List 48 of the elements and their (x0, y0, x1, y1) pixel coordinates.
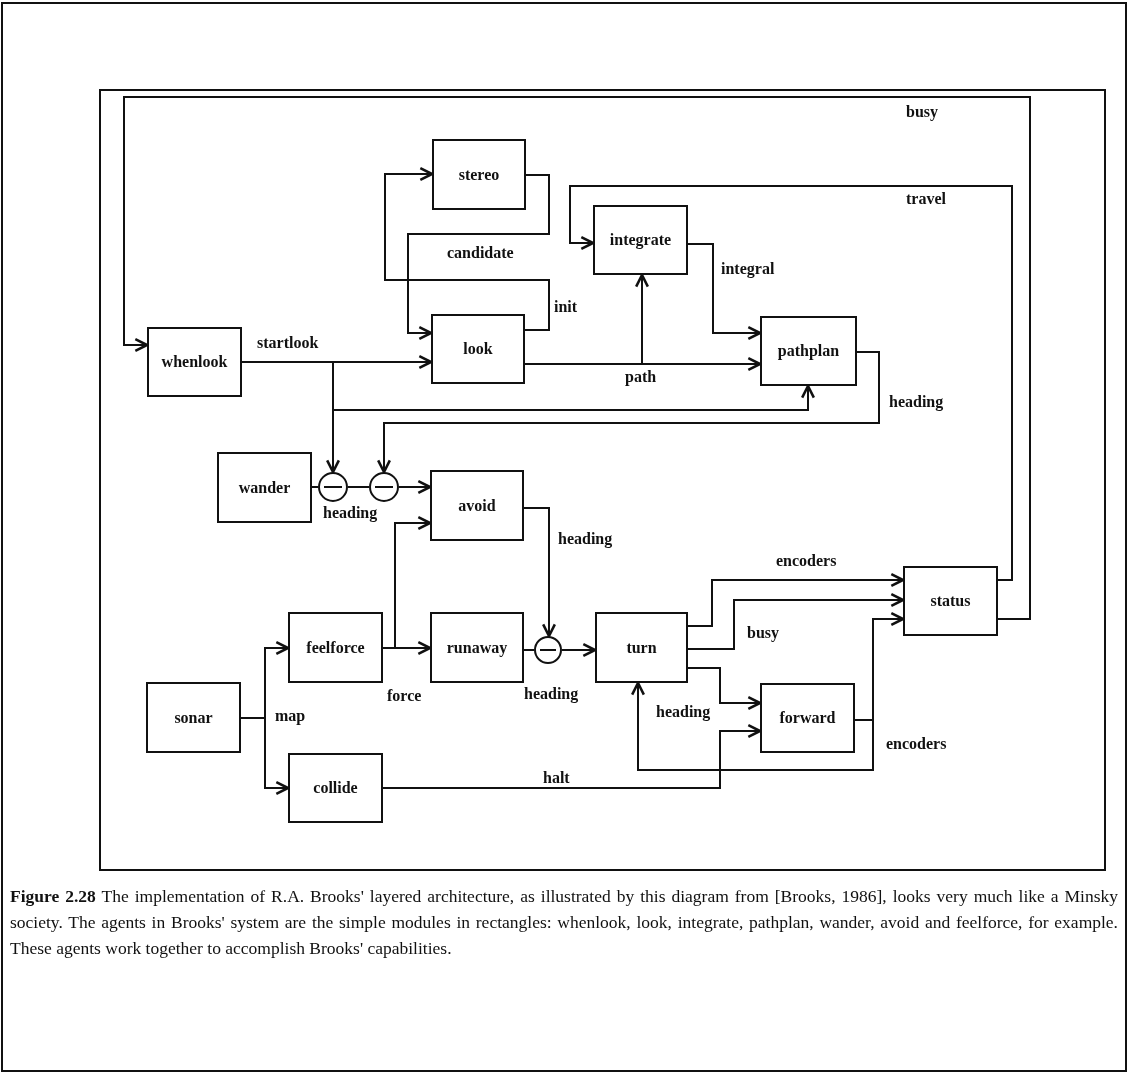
module-box: runaway (430, 612, 524, 683)
edge-label: busy (746, 624, 781, 642)
arrow (123, 96, 1031, 620)
arrow (561, 642, 597, 658)
module-box: status (903, 566, 998, 636)
arrow (240, 717, 290, 796)
arrow (687, 592, 905, 650)
arrow (687, 667, 762, 711)
module-box: wander (217, 452, 312, 523)
arrow (687, 243, 762, 341)
module-box: integrate (593, 205, 688, 275)
arrow (382, 515, 432, 649)
arrow (384, 166, 550, 331)
connector-line (311, 486, 319, 488)
arrow (398, 479, 432, 495)
module-box: sonar (146, 682, 241, 753)
module-box: pathplan (760, 316, 857, 386)
edge-label: heading (322, 504, 379, 522)
suppressor-node (369, 472, 399, 502)
edge-label: heading (655, 703, 712, 721)
arrow (630, 681, 874, 771)
figure-caption: Figure 2.28 The implementation of R.A. Brooks' layered architecture, as illustrated by this diagram from [Brooks, 1986], looks very much like a Minsky society. The agents in Brooks' system are the simple modules in rectangles: whenlook, look, integrate, pathplan, wander, avoid and feelforce, for example. These agents work together to accomplish Brooks' capabilities. (10, 885, 1118, 960)
connector-line (523, 649, 535, 651)
arrow (523, 507, 557, 638)
edge-label: busy (905, 103, 940, 121)
suppressor-node (318, 472, 348, 502)
edge-label: heading (888, 393, 945, 411)
connector-line (347, 486, 370, 488)
module-box: turn (595, 612, 688, 683)
module-box: avoid (430, 470, 524, 541)
arrow (241, 361, 341, 474)
arrow (524, 273, 650, 365)
arrow (376, 351, 880, 474)
arrow (382, 723, 762, 789)
suppressor-node (534, 636, 562, 664)
edge-label: heading (557, 530, 614, 548)
edge-label: path (624, 368, 658, 386)
edge-label: heading (523, 685, 580, 703)
arrow (569, 185, 1013, 581)
module-box: forward (760, 683, 855, 753)
arrow (687, 572, 905, 627)
module-box: stereo (432, 139, 526, 210)
arrow (407, 174, 550, 341)
module-box: whenlook (147, 327, 242, 397)
module-box: collide (288, 753, 383, 823)
module-box: look (431, 314, 525, 384)
module-box: feelforce (288, 612, 383, 683)
edge-label: integral (720, 260, 776, 278)
